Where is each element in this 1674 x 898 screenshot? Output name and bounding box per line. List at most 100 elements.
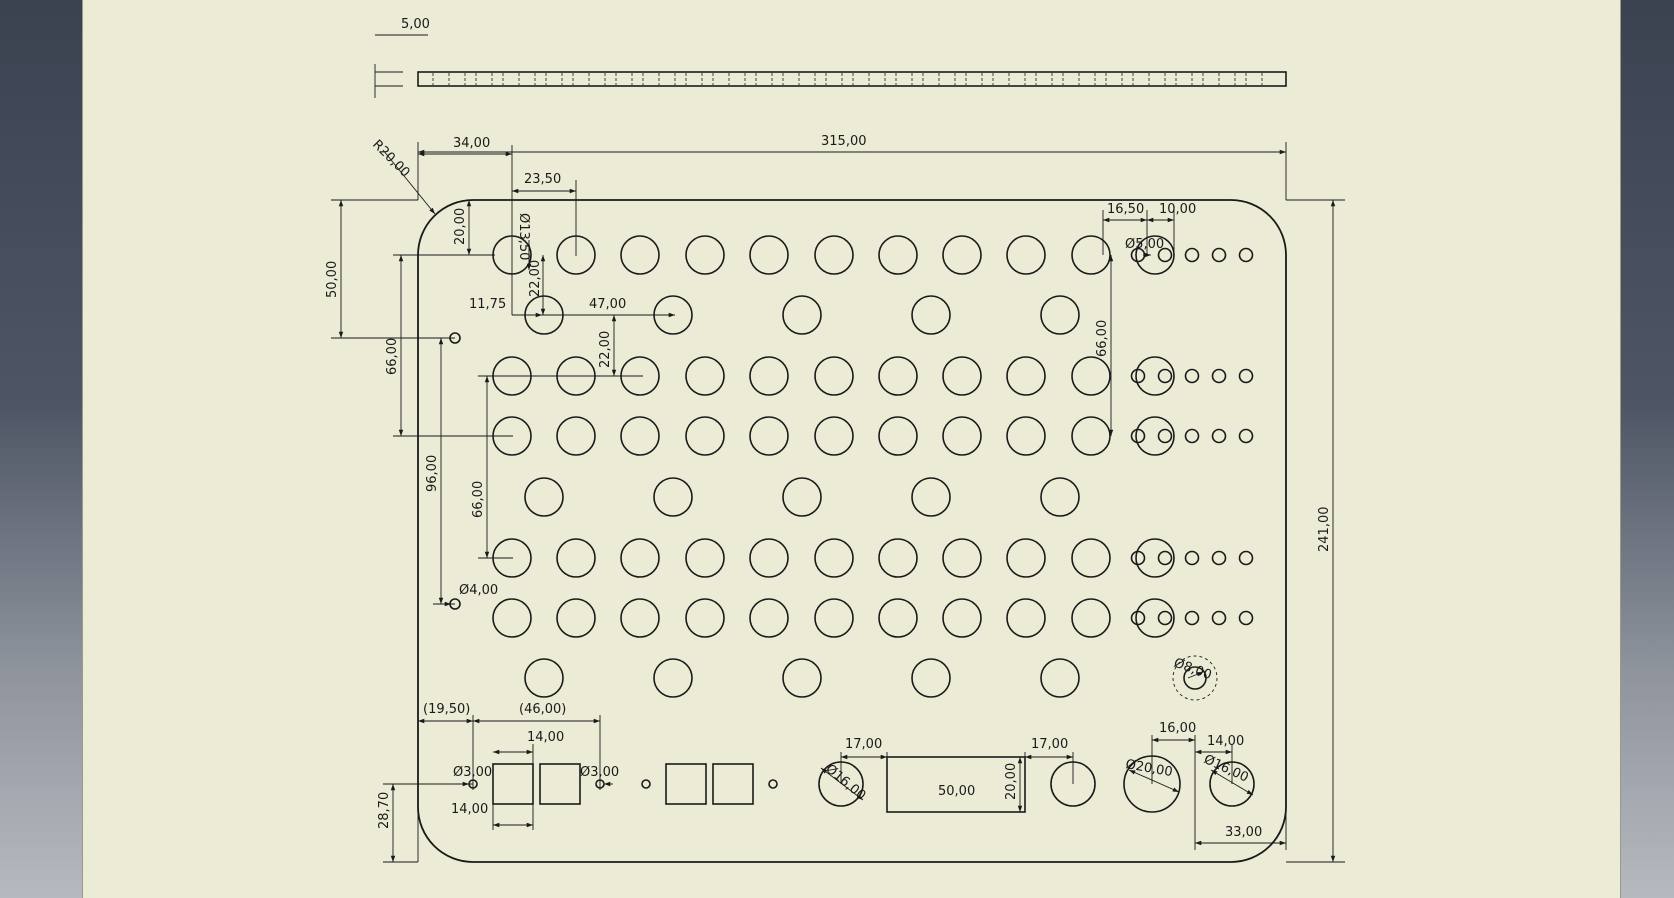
dim-thickness: 5,00 [401, 17, 430, 32]
dim-stagger-pitch: 47,00 [589, 297, 626, 312]
large-hole [492, 598, 532, 638]
square-cutout [492, 763, 534, 805]
dim-overall-width: 315,00 [821, 134, 867, 149]
large-hole [1135, 356, 1175, 396]
large-hole [749, 235, 789, 275]
small-hole [1157, 368, 1173, 384]
large-hole [1006, 356, 1046, 396]
large-hole [749, 598, 789, 638]
small-hole [1130, 550, 1146, 566]
small-hole [1157, 428, 1173, 444]
dimension-labels: 5,00 315,00 34,00 23,50 R20,00 20,00 Ø13… [325, 17, 1332, 840]
large-hole [942, 356, 982, 396]
dim-tiny-hole-dia-right: Ø3,00 [580, 765, 619, 780]
small-hole [1238, 550, 1254, 566]
dim-group-height-right: 66,00 [1095, 320, 1110, 357]
large-hole [782, 658, 822, 698]
large-hole [942, 235, 982, 275]
large-hole [814, 235, 854, 275]
small-hole [1184, 610, 1200, 626]
large-hole [782, 295, 822, 335]
square-cutout [665, 763, 707, 805]
small-hole [1211, 247, 1227, 263]
large-hole [1071, 235, 1111, 275]
large-hole [878, 235, 918, 275]
large-hole [620, 538, 660, 578]
large-hole [749, 416, 789, 456]
large-hole [685, 598, 725, 638]
ring-hole [1183, 666, 1207, 690]
large-hole [620, 235, 660, 275]
large-hole [1006, 538, 1046, 578]
large-hole [685, 235, 725, 275]
dim-stagger-offset: 11,75 [469, 297, 506, 312]
dim-mount-hole-dia: Ø4,00 [459, 583, 498, 598]
large-hole [620, 416, 660, 456]
large-hole [878, 356, 918, 396]
large-hole [878, 416, 918, 456]
small-hole [1184, 428, 1200, 444]
dim-small-hole-dia: Ø5,00 [1125, 237, 1164, 252]
dim-big-hole-spacing: 16,00 [1159, 721, 1196, 736]
small-hole [1130, 428, 1146, 444]
large-hole [878, 598, 918, 638]
small-hole [1238, 428, 1254, 444]
dim-small-hole-offset: 16,50 [1107, 202, 1144, 217]
large-hole [749, 356, 789, 396]
small-hole [1211, 428, 1227, 444]
large-hole [942, 598, 982, 638]
large-hole [1071, 356, 1111, 396]
dim-square-height: 28,70 [377, 792, 392, 829]
small-hole [1184, 368, 1200, 384]
large-hole [685, 538, 725, 578]
large-hole [878, 538, 918, 578]
dim-lower-group-height: 66,00 [471, 481, 486, 518]
large-hole [814, 598, 854, 638]
dim-slot-gap-right: 17,00 [1031, 737, 1068, 752]
dim-square-width: 14,00 [527, 730, 564, 745]
tiny-hole [641, 779, 651, 789]
dim-ref-offset-left: (19,50) [423, 702, 470, 717]
dim-tiny-hole-dia-left: Ø3,00 [453, 765, 492, 780]
large-hole [1040, 295, 1080, 335]
small-hole [1184, 550, 1200, 566]
large-hole [1006, 235, 1046, 275]
large-hole [524, 477, 564, 517]
large-hole [814, 356, 854, 396]
technical-drawing: 5,00 315,00 34,00 23,50 R20,00 20,00 Ø13… [325, 17, 1345, 863]
large-hole [911, 477, 951, 517]
large-hole [1135, 538, 1175, 578]
slot-cutout [886, 756, 1026, 813]
dim-overall-height: 241,00 [1317, 507, 1332, 553]
large-hole [1006, 416, 1046, 456]
dim-row-pitch-2: 22,00 [598, 331, 613, 368]
square-cutout [539, 763, 581, 805]
large-hole [685, 416, 725, 456]
large-hole [1006, 598, 1046, 638]
small-hole [1238, 368, 1254, 384]
small-hole [1184, 247, 1200, 263]
dim-row-pitch: 22,00 [528, 260, 543, 297]
large-hole [1040, 477, 1080, 517]
large-hole [685, 356, 725, 396]
small-hole [1211, 610, 1227, 626]
small-hole [1238, 610, 1254, 626]
ring-hole-outline [1172, 655, 1218, 701]
small-hole [1211, 550, 1227, 566]
large-hole [653, 477, 693, 517]
large-hole [556, 598, 596, 638]
large-hole [749, 538, 789, 578]
dim-ref-spacing: (46,00) [519, 702, 566, 717]
dim-mount-hole-spacing: 96,00 [425, 455, 440, 492]
hole-pattern [449, 235, 1254, 698]
large-hole [1135, 416, 1175, 456]
dim-left-offset: 34,00 [453, 136, 490, 151]
dim-right-feature-width: 33,00 [1225, 825, 1262, 840]
small-hole [1157, 247, 1173, 263]
dim-group-height-left: 66,00 [385, 338, 400, 375]
large-hole [782, 477, 822, 517]
large-hole [620, 598, 660, 638]
drawing-sheet: 5,00 315,00 34,00 23,50 R20,00 20,00 Ø13… [82, 0, 1621, 898]
dim-square-width-2: 14,00 [451, 802, 488, 817]
dim-small-hole-pitch: 10,00 [1159, 202, 1196, 217]
